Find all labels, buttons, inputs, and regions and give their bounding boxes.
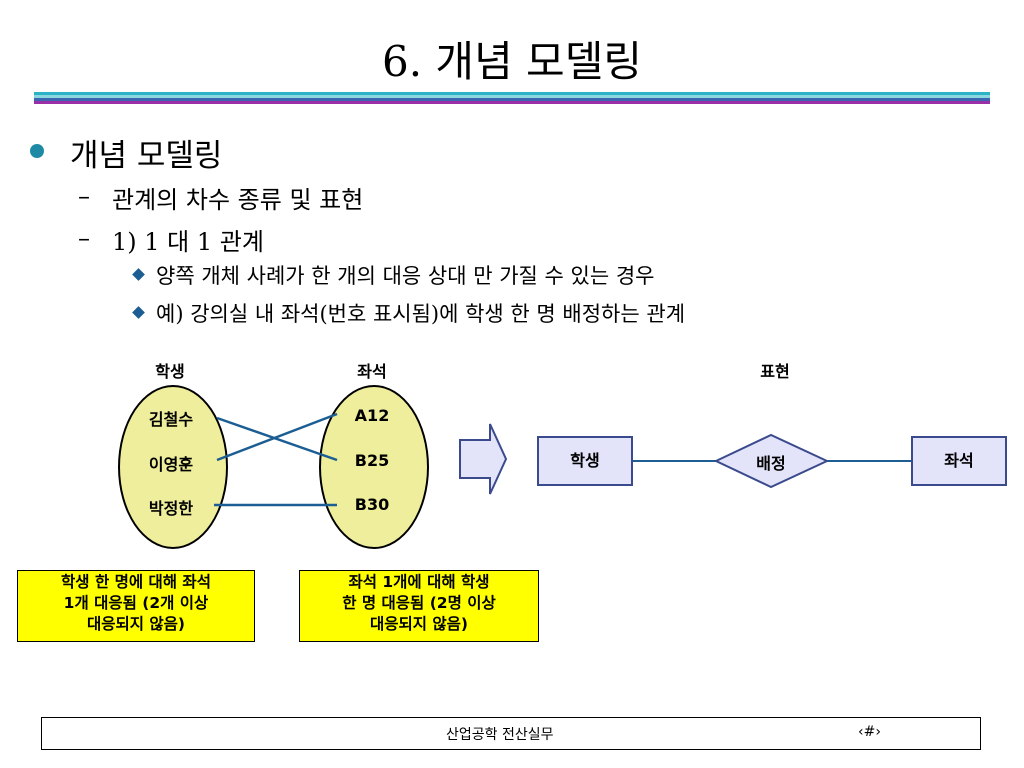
note-line: 좌석 1개에 대해 학생 [348, 573, 490, 591]
note-right: 좌석 1개에 대해 학생 한 명 대응됨 (2명 이상 대응되지 않음) [299, 570, 539, 642]
bullet-dot-icon [30, 144, 44, 158]
point-1: 양쪽 개체 사례가 한 개의 대응 상대 만 가질 수 있는 경우 [156, 264, 655, 288]
footer-course: 산업공학 전산실무 [446, 727, 554, 743]
sub-bullet-1: 관계의 차수 종류 및 표현 [112, 186, 364, 214]
student-item: 박정한 [148, 499, 194, 518]
seat-item: B25 [354, 451, 390, 470]
student-item: 김철수 [148, 410, 194, 429]
right-arrow-icon [459, 423, 508, 495]
note-line: 대응되지 않음) [369, 615, 469, 633]
mapping-line-1 [216, 416, 338, 462]
entity-student-box: 학생 [537, 436, 633, 486]
relationship-diamond-icon [713, 433, 830, 489]
note-line: 학생 한 명에 대해 좌석 [61, 573, 211, 591]
seat-item: A12 [354, 406, 390, 425]
student-item: 이영훈 [148, 455, 194, 474]
seats-set-ellipse [319, 385, 429, 549]
footer-page-number: ‹#› [858, 724, 881, 740]
seats-header: 좌석 [357, 362, 387, 381]
note-line: 1개 대응됨 (2개 이상 [63, 594, 209, 612]
note-line: 한 명 대응됨 (2명 이상 [342, 594, 496, 612]
dash-icon: – [78, 182, 90, 210]
sub-bullet-2: 1) 1 대 1 관계 [112, 228, 264, 256]
title-underline-bars [34, 92, 990, 104]
dash-icon: – [78, 224, 90, 252]
seat-item: B30 [354, 495, 390, 514]
note-line: 대응되지 않음) [86, 615, 186, 633]
note-left: 학생 한 명에 대해 좌석 1개 대응됨 (2개 이상 대응되지 않음) [17, 570, 255, 642]
representation-header: 표현 [760, 362, 790, 381]
main-bullet: 개념 모델링 [70, 138, 223, 174]
point-2: 예) 강의실 내 좌석(번호 표시됨)에 학생 한 명 배정하는 관계 [156, 302, 686, 326]
footer-bar: 산업공학 전산실무 ‹#› [41, 717, 981, 750]
mapping-line-2 [216, 412, 338, 462]
students-header: 학생 [155, 362, 185, 381]
students-set-ellipse [118, 385, 228, 549]
entity-seat-box: 좌석 [911, 436, 1007, 486]
slide-title: 6. 개념 모델링 [382, 37, 642, 86]
relationship-label: 배정 [756, 454, 786, 473]
